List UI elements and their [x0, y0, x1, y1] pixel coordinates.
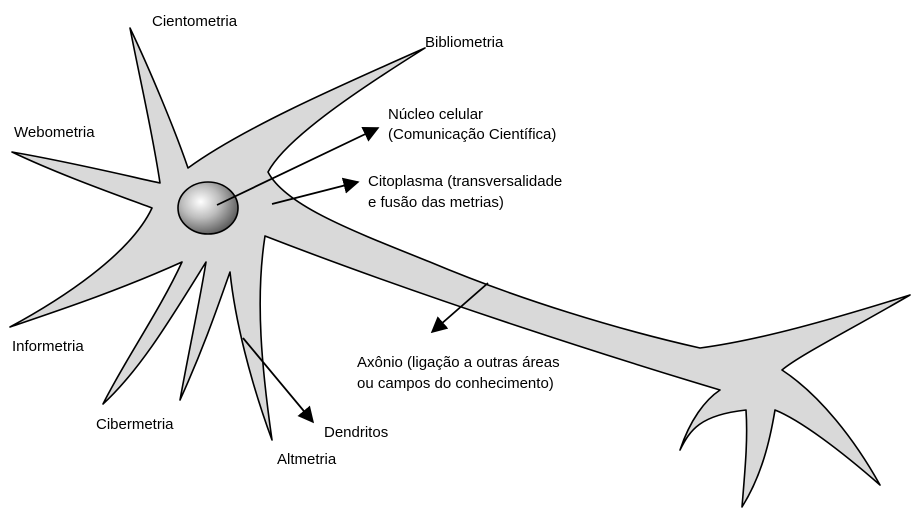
label-nucleo-line1: Núcleo celular [388, 106, 483, 123]
label-citoplasma-line2: e fusão das metrias) [368, 194, 504, 211]
label-axonio-line2: ou campos do conhecimento) [357, 375, 554, 392]
nucleus [178, 182, 238, 234]
label-citoplasma-line1: Citoplasma (transversalidade [368, 173, 562, 190]
label-webometria: Webometria [14, 124, 95, 141]
label-informetria: Informetria [12, 338, 84, 355]
label-cibermetria: Cibermetria [96, 416, 174, 433]
label-nucleo-line2: (Comunicação Científica) [388, 126, 556, 143]
label-bibliometria: Bibliometria [425, 34, 504, 51]
label-altmetria: Altmetria [277, 451, 337, 468]
label-dendritos: Dendritos [324, 424, 388, 441]
label-axonio-line1: Axônio (ligação a outras áreas [357, 354, 560, 371]
label-cientometria: Cientometria [152, 13, 238, 30]
neuron-cell-body [10, 28, 910, 507]
